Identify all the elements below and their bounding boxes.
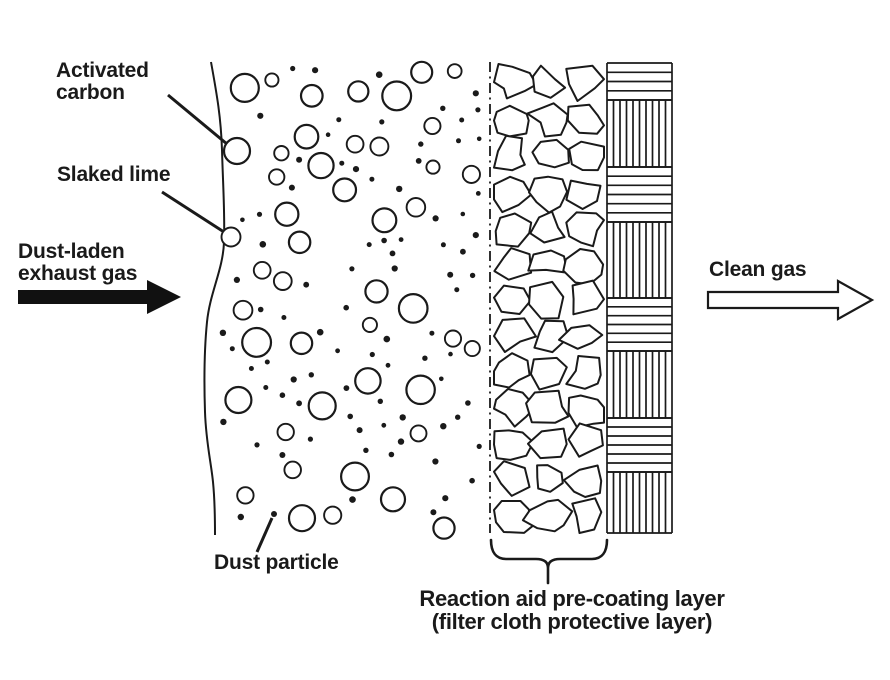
dust-particle-label: Dust particle <box>214 551 339 574</box>
leader-line-slaked-lime <box>161 190 225 234</box>
precoat-brace <box>489 538 609 585</box>
dust-laden-gas-label: Dust-laden exhaust gas <box>18 241 137 285</box>
activated-carbon-line1: Activated <box>56 59 149 82</box>
precoat-caption-line1: Reaction aid pre-coating layer <box>419 586 725 611</box>
dust-laden-line1: Dust-laden <box>18 240 125 263</box>
dust-laden-line2: exhaust gas <box>18 262 138 285</box>
activated-carbon-line2: carbon <box>56 81 125 104</box>
clean-gas-arrow <box>706 279 875 321</box>
wavy-boundary-line <box>203 61 226 536</box>
activated-carbon-label: Activated carbon <box>56 60 149 104</box>
filter-cloth-layer <box>606 62 673 534</box>
particle-field <box>219 60 482 540</box>
slaked-lime-label: Slaked lime <box>57 163 171 186</box>
leader-line-activated-carbon <box>167 93 228 146</box>
dust-laden-gas-arrow <box>18 280 181 314</box>
leader-line-dust-particle <box>255 517 274 553</box>
precoat-stone-layer <box>493 63 605 534</box>
precoat-caption: Reaction aid pre-coating layer (filter c… <box>372 587 772 633</box>
precoat-caption-line2: (filter cloth protective layer) <box>431 609 713 634</box>
clean-gas-label: Clean gas <box>709 258 807 281</box>
